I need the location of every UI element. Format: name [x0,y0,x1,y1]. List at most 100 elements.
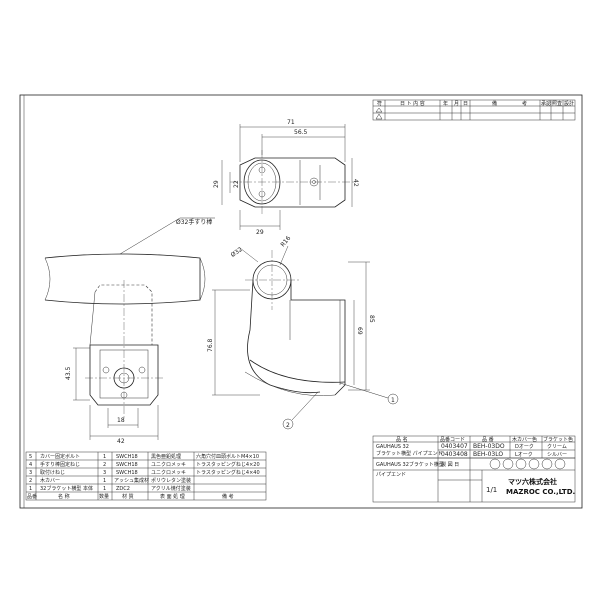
approval-stamp-4 [528,458,540,470]
drawing-label: 製 図 日 [441,461,459,468]
rev-header-month: 月 [454,101,459,107]
dim-29: 29 [256,229,264,236]
rev-header-remarks-2: 考 [522,101,527,107]
dim-56-5: 56.5 [294,129,308,136]
part2-material: アッシュ集成材 [114,477,149,484]
pipe-note: Ø32手すり棒 [176,218,212,226]
prod-header-code: 品番コード [440,436,465,443]
rev-header-approve: 承認 [541,100,551,107]
dim-42-top: 42 [352,179,359,187]
rev-header-year: 年 [443,100,448,107]
rev-triangle-icon [375,107,383,113]
dim-76-8: 76.8 [207,338,214,352]
sheet-border [19,94,583,509]
prod-header-bracket: ブラケット色 [543,436,573,443]
part3-qty: 3 [103,470,106,476]
part5-name: カバー固定ボルト [40,453,80,460]
prod-row1-bracket: クリーム [547,444,567,450]
dim-69: 69 [356,327,363,335]
part5-no: 5 [29,454,32,460]
dim-22: 22 [233,180,240,188]
parts-header-qty: 数量 [99,493,109,500]
part1-qty: 1 [103,486,106,492]
part2-qty: 1 [103,478,106,484]
part4-no: 4 [29,462,32,468]
approval-stamp-1 [489,458,501,470]
callout-1 [387,393,399,405]
part1-finish: アクリル焼付塗装 [151,485,191,492]
part4-name: 手すり棒固定ねじ [40,461,80,468]
company-name-jp: マツ六株式会社 [508,477,557,486]
prod-row2-bracket: シルバー [547,452,567,458]
dim-43-5: 43.5 [65,366,72,380]
part4-note: トラスタッピングねじ4×20 [196,461,260,468]
title-line2: パイプエンド [376,472,406,478]
company-name-en: MAZROC CO.,LTD. [506,488,575,496]
rev-header-symbol: 符 [377,100,382,107]
prod-header-part: 品 番 [482,436,494,443]
parts-header-no: 品番 [27,493,37,500]
part5-note: 六角穴付皿頭ボルトM4×10 [196,453,259,460]
callout-2 [282,418,294,430]
rev-triangle-icon-2 [375,113,383,120]
part3-name: 取付けねじ [40,469,65,476]
rev-header-content: 日 ト 内 容 [400,100,425,107]
prod-row2-part: BEH-03LO [473,451,503,458]
part3-note: トラスタッピングねじ4×40 [196,469,260,476]
prod-row2-code: 0403408 [441,451,468,458]
top-view: 71 56.5 29 22 29 42 [213,119,359,236]
parts-header-name: 名 称 [58,493,70,500]
approval-stamp-5 [541,458,553,470]
part1-no: 1 [29,486,32,492]
part4-finish: ユニクロメッキ [151,462,186,468]
part4-qty: 2 [103,462,106,468]
rev-header-check: 照査 [552,100,562,107]
part3-no: 3 [29,470,32,476]
parts-header-material: 材 質 [122,493,134,500]
title-block: GAUHAUS 32ブラケット横型 パイプエンド 製 図 日 1/1 マツ六株式… [372,457,576,503]
part2-finish: ポリウレタン塗装 [151,477,191,484]
prod-name-line2: ブラケット横型 パイプエンド [376,450,443,457]
part2-no: 2 [29,478,32,484]
rev-header-remarks-1: 備 [492,100,497,107]
prod-header-name: 品 名 [396,436,408,443]
part1-material: ZDC2 [116,486,130,492]
dim-71: 71 [287,119,295,126]
prod-header-cover: 木カバー色 [512,436,537,443]
approval-stamp-6 [554,458,566,470]
part5-material: SWCH18 [116,454,138,460]
part4-material: SWCH18 [116,462,138,468]
callout-1-label: 1 [391,397,395,404]
parts-header-note: 備 考 [222,493,234,500]
prod-name-line1: GAUHAUS 32 [376,444,409,450]
part3-finish: ユニクロメッキ [151,470,186,476]
approval-stamp-2 [502,458,514,470]
part5-qty: 1 [103,454,106,460]
dim-r16: R16 [279,235,292,249]
dim-42-front: 42 [117,438,125,445]
revision-table: 符 日 ト 内 容 年 月 日 備 考 承認 照査 設計 [372,99,576,121]
dim-dia-32: Ø32 [230,246,244,259]
side-view-right: Ø32 R16 85 69 76.8 1 2 [207,235,399,430]
prod-row1-code: 0403407 [441,443,468,450]
parts-list: 5 カバー固定ボルト 1 SWCH18 黒色亜鉛処理 六角穴付皿頭ボルトM4×1… [25,451,267,501]
scale-value: 1/1 [486,486,497,494]
dim-85: 85 [368,315,375,323]
prod-row2-cover: Lオーク [515,452,533,458]
approval-stamp-3 [515,458,527,470]
dim-18: 18 [117,417,125,424]
part3-material: SWCH18 [116,470,138,476]
callout-2-label: 2 [286,422,290,429]
front-view-left: Ø32手すり棒 43.5 18 42 [44,217,215,445]
product-table: 品 名 品番コード 品 番 木カバー色 ブラケット色 GAUHAUS 32 ブラ… [372,435,576,459]
part2-name: 木カバー [40,477,60,484]
title-line1: GAUHAUS 32ブラケット横型 [376,461,444,468]
rev-header-design: 設計 [564,100,574,107]
rev-header-day: 日 [463,101,468,107]
part1-name: 32ブラケット横型 本体 [40,485,93,492]
prod-row1-part: BEH-03DO [473,443,505,450]
parts-header-finish: 表 面 処 理 [160,493,185,500]
part5-finish: 黒色亜鉛処理 [151,453,181,460]
dim-29-side: 29 [213,180,220,188]
